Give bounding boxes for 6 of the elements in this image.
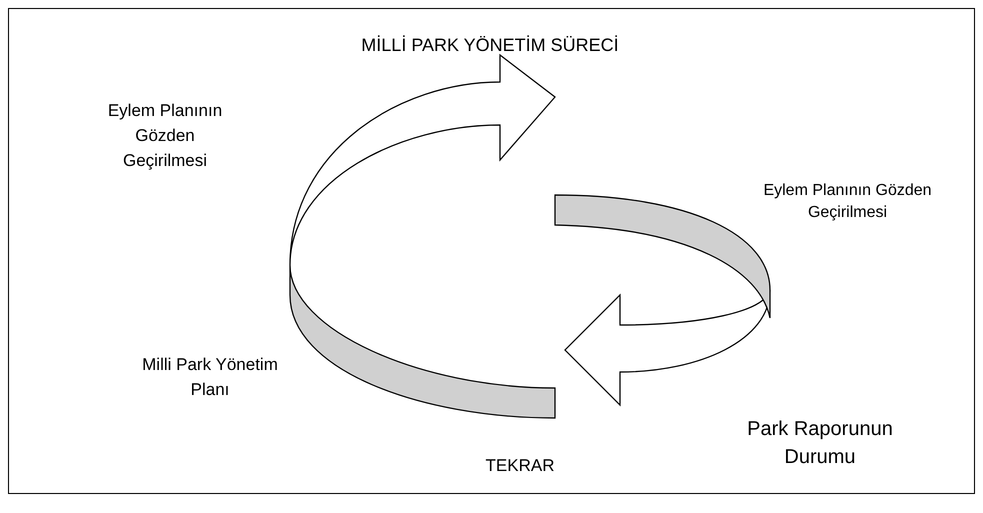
stage-label: Eylem Planının Gözden Geçirilmesi xyxy=(762,181,933,223)
stage-label: Eylem Planının Gözden Geçirilmesi xyxy=(106,100,224,172)
stage-label: TEKRAR xyxy=(484,455,556,477)
stage-label: Park Raporunun Durumu xyxy=(746,417,894,470)
diagram-title: MİLLİ PARK YÖNETİM SÜRECİ xyxy=(360,34,620,57)
stage-label: Milli Park Yönetim Planı xyxy=(141,354,279,401)
